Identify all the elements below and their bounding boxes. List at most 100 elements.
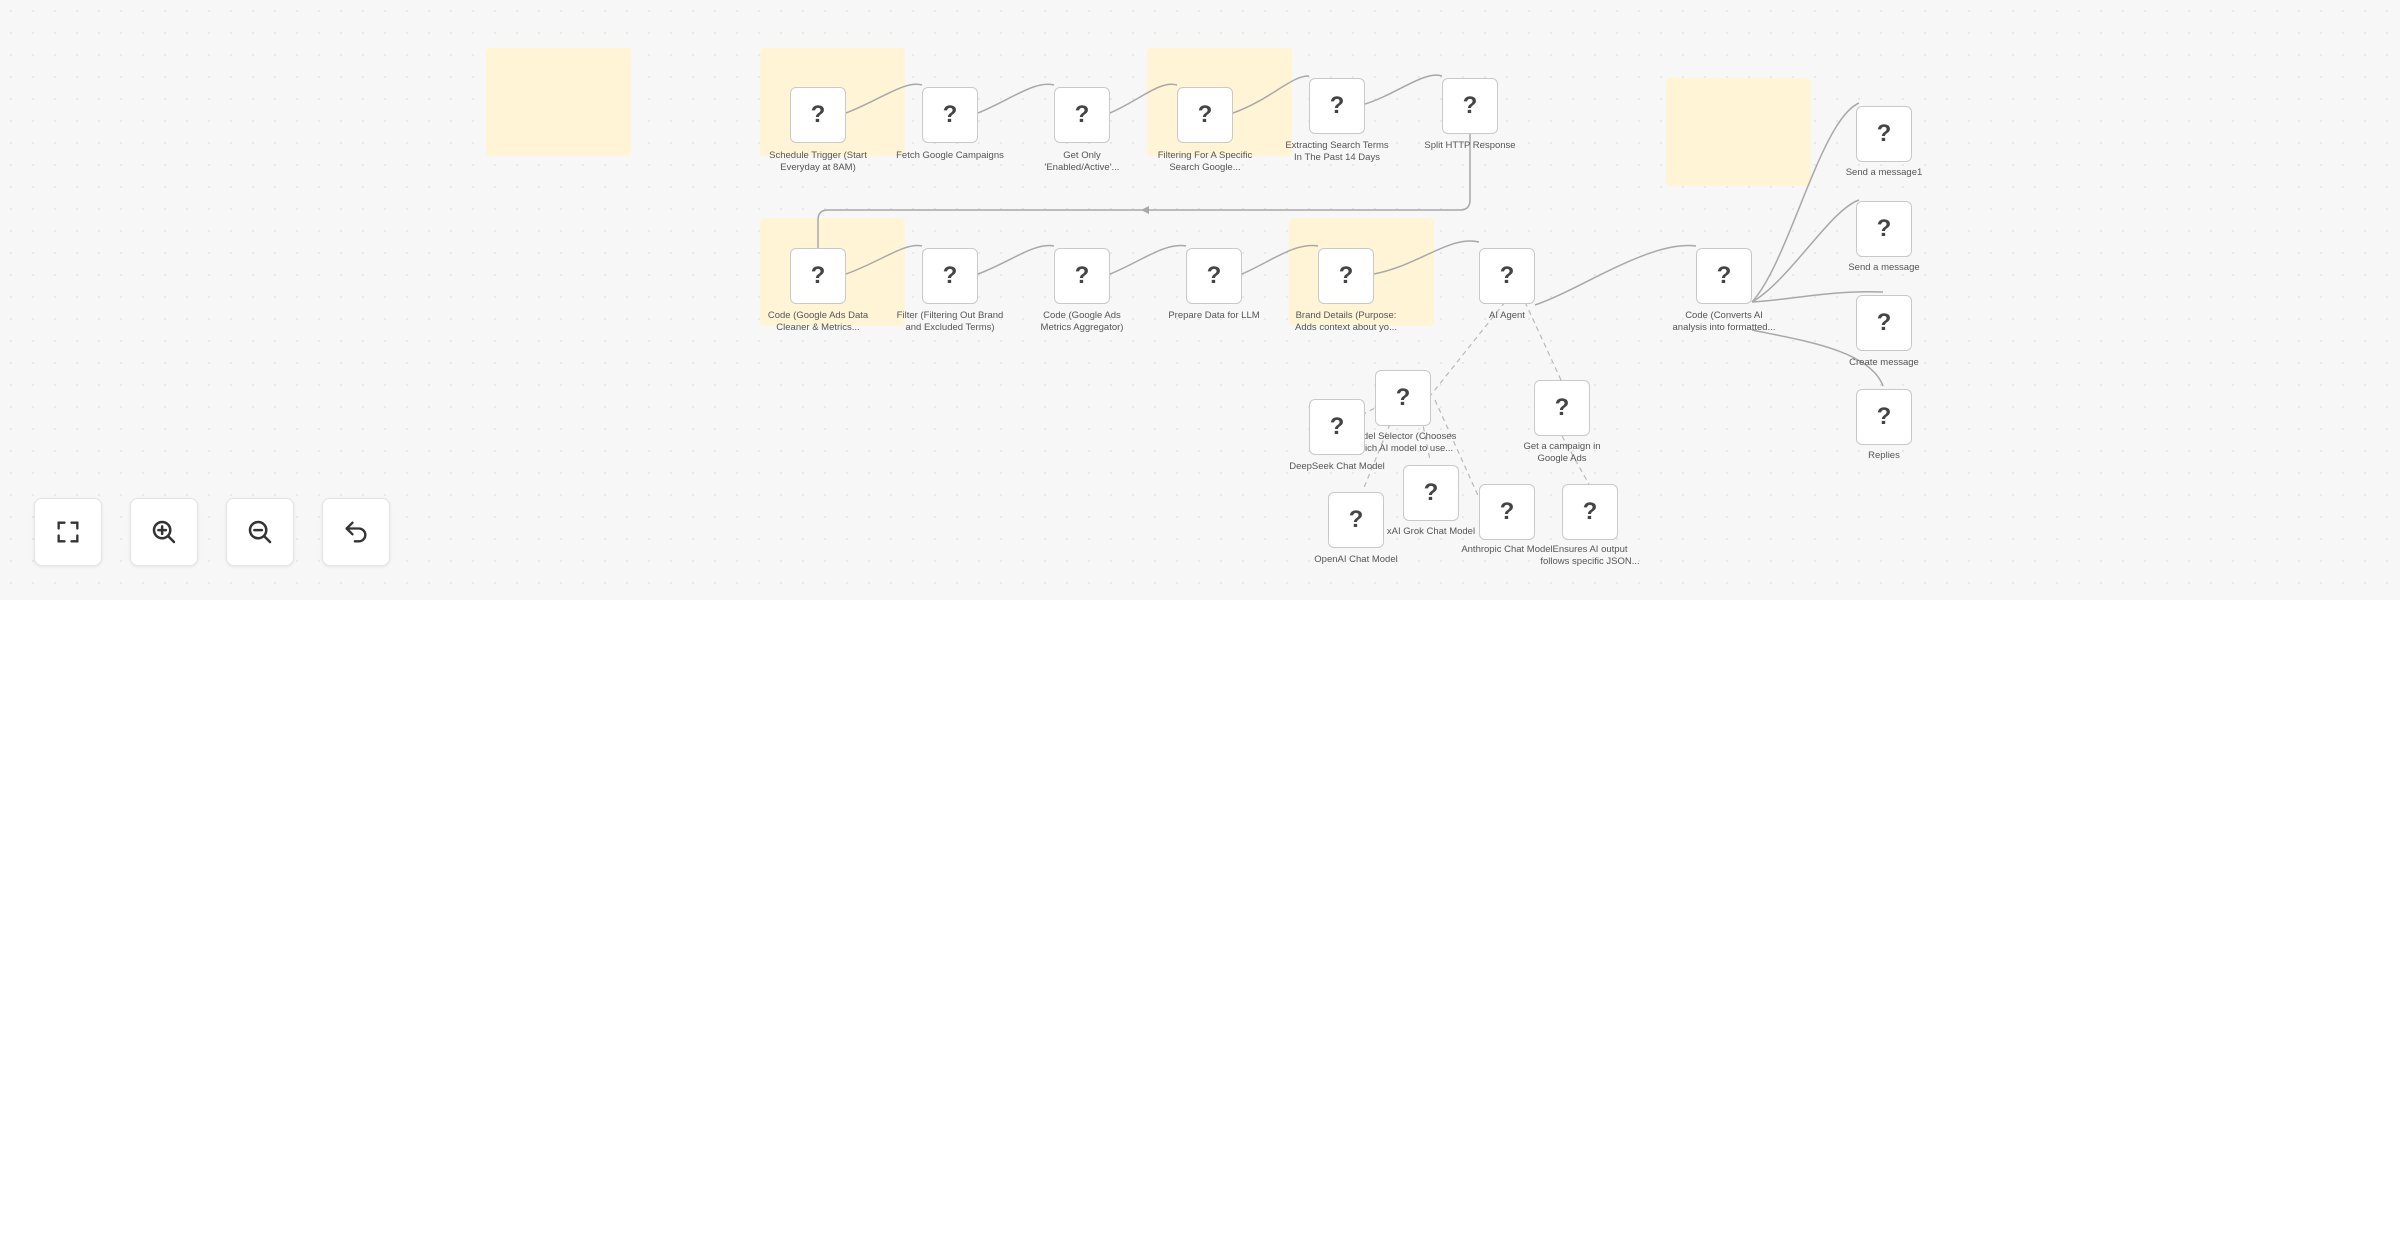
node-code-data-cleaner[interactable]: ? bbox=[790, 248, 846, 304]
node-anthropic-chat-model[interactable]: ? bbox=[1479, 484, 1535, 540]
node-code-converts-ai-analysis[interactable]: ? bbox=[1696, 248, 1752, 304]
connection bbox=[1109, 83, 1178, 114]
connection bbox=[1373, 240, 1480, 275]
unknown-node-icon: ? bbox=[1499, 262, 1515, 289]
unknown-node-icon: ? bbox=[1206, 262, 1222, 289]
unknown-node-icon: ? bbox=[1462, 92, 1478, 119]
connection bbox=[1241, 244, 1319, 275]
fit-view-icon bbox=[57, 521, 79, 543]
unknown-node-icon: ? bbox=[1554, 394, 1570, 421]
zoom-in-button[interactable] bbox=[130, 498, 198, 566]
node-label: OpenAI Chat Model bbox=[1314, 554, 1398, 565]
unknown-node-icon: ? bbox=[1338, 262, 1354, 289]
node-openai-chat-model[interactable]: ? bbox=[1328, 492, 1384, 548]
zoom-in-icon bbox=[152, 520, 176, 544]
node-get-campaign-google-ads[interactable]: ? bbox=[1534, 380, 1590, 436]
sticky-note[interactable] bbox=[486, 48, 631, 156]
unknown-node-icon: ? bbox=[1876, 309, 1892, 336]
sub-connection bbox=[1561, 435, 1591, 487]
node-label: Prepare Data for LLM bbox=[1168, 310, 1260, 321]
node-send-a-message[interactable]: ? bbox=[1856, 201, 1912, 257]
node-get-only-enabled[interactable]: ? bbox=[1054, 87, 1110, 143]
node-filtering-specific-search[interactable]: ? bbox=[1177, 87, 1233, 143]
node-label: Anthropic Chat Model bbox=[1461, 544, 1553, 555]
node-schedule-trigger[interactable]: ? bbox=[790, 87, 846, 143]
zoom-out-button[interactable] bbox=[226, 498, 294, 566]
sub-connection bbox=[1362, 423, 1391, 491]
sticky-note[interactable] bbox=[1666, 78, 1811, 186]
unknown-node-icon: ? bbox=[1876, 120, 1892, 147]
connection bbox=[977, 244, 1055, 275]
node-xai-grok-chat-model[interactable]: ? bbox=[1403, 465, 1459, 521]
unknown-node-icon: ? bbox=[810, 262, 826, 289]
connection bbox=[1751, 102, 1860, 303]
node-structured-output-parser[interactable]: ? bbox=[1562, 484, 1618, 540]
unknown-node-icon: ? bbox=[1329, 413, 1345, 440]
node-send-a-message1[interactable]: ? bbox=[1856, 106, 1912, 162]
node-model-selector[interactable]: ? bbox=[1375, 370, 1431, 426]
connection bbox=[1751, 199, 1860, 303]
connection bbox=[977, 83, 1055, 114]
node-label: Create message bbox=[1849, 357, 1919, 368]
node-deepseek-chat-model[interactable]: ? bbox=[1309, 399, 1365, 455]
connection bbox=[845, 244, 923, 275]
node-label: Send a message bbox=[1848, 262, 1920, 273]
node-label: Replies bbox=[1868, 450, 1900, 461]
unknown-node-icon: ? bbox=[1582, 498, 1598, 525]
connection-arrow bbox=[1141, 206, 1149, 214]
unknown-node-icon: ? bbox=[810, 101, 826, 128]
connection bbox=[1364, 74, 1443, 105]
node-fetch-google-campaigns[interactable]: ? bbox=[922, 87, 978, 143]
node-replies[interactable]: ? bbox=[1856, 389, 1912, 445]
node-create-message[interactable]: ? bbox=[1856, 295, 1912, 351]
unknown-node-icon: ? bbox=[1423, 479, 1439, 506]
workflow-connections bbox=[817, 74, 1884, 501]
connection bbox=[1109, 244, 1187, 275]
node-label: DeepSeek Chat Model bbox=[1289, 461, 1385, 472]
node-label: Fetch Google Campaigns bbox=[896, 150, 1004, 161]
node-brand-details[interactable]: ? bbox=[1318, 248, 1374, 304]
node-filter-brand-terms[interactable]: ? bbox=[922, 248, 978, 304]
node-extracting-search-terms[interactable]: ? bbox=[1309, 78, 1365, 134]
connection bbox=[845, 83, 923, 114]
unknown-node-icon: ? bbox=[1876, 215, 1892, 242]
connection bbox=[1232, 75, 1310, 114]
unknown-node-icon: ? bbox=[942, 262, 958, 289]
unknown-node-icon: ? bbox=[1197, 101, 1213, 128]
unknown-node-icon: ? bbox=[1876, 403, 1892, 430]
zoom-out-icon bbox=[248, 520, 272, 544]
reset-zoom-button[interactable] bbox=[322, 498, 390, 566]
sub-connection bbox=[1429, 301, 1506, 397]
node-split-http-response[interactable]: ? bbox=[1442, 78, 1498, 134]
reset-zoom-icon bbox=[345, 521, 367, 543]
node-label: Send a message1 bbox=[1845, 167, 1923, 178]
unknown-node-icon: ? bbox=[1074, 262, 1090, 289]
node-ai-agent[interactable]: ? bbox=[1479, 248, 1535, 304]
fit-view-button[interactable] bbox=[34, 498, 102, 566]
unknown-node-icon: ? bbox=[942, 101, 958, 128]
node-label: xAI Grok Chat Model bbox=[1386, 526, 1476, 537]
unknown-node-icon: ? bbox=[1348, 506, 1364, 533]
unknown-node-icon: ? bbox=[1074, 101, 1090, 128]
node-label: Get Only'Enabled/Active'... bbox=[1044, 150, 1120, 173]
connection bbox=[1534, 244, 1697, 306]
unknown-node-icon: ? bbox=[1716, 262, 1732, 289]
connection bbox=[1751, 290, 1884, 303]
node-label: Split HTTP Response bbox=[1424, 140, 1516, 151]
connection bbox=[1751, 329, 1884, 387]
sub-connection bbox=[1434, 399, 1481, 501]
node-prepare-data-llm[interactable]: ? bbox=[1186, 248, 1242, 304]
node-label: AI Agent bbox=[1489, 310, 1525, 321]
node-code-metrics-aggregator[interactable]: ? bbox=[1054, 248, 1110, 304]
